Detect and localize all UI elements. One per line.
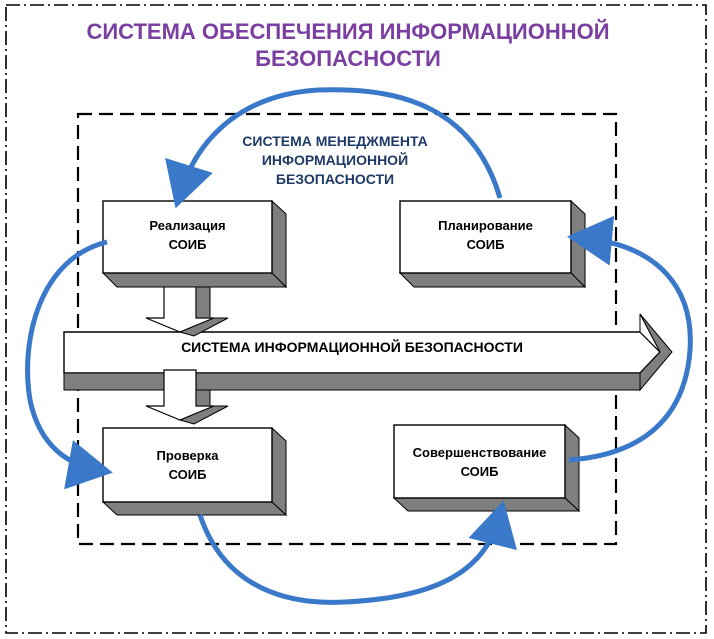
management-label-line-2: ИНФОРМАЦИОННОЙ (261, 152, 409, 168)
box-planning (398, 199, 587, 289)
improvement-line-2: СОИБ (460, 464, 499, 479)
management-system-label: СИСТЕМА МЕНЕДЖМЕНТА ИНФОРМАЦИОННОЙ БЕЗОП… (210, 132, 460, 189)
outer-frame (5, 4, 707, 634)
implementation-line-1: Реализация (149, 218, 226, 233)
box-implementation (101, 199, 288, 289)
check-label: Проверка СОИБ (103, 446, 272, 484)
implementation-line-2: СОИБ (168, 237, 207, 252)
planning-line-2: СОИБ (466, 237, 505, 252)
implementation-label: Реализация СОИБ (103, 216, 272, 254)
band-label: СИСТЕМА ИНФОРМАЦИОННОЙ БЕЗОПАСНОСТИ (181, 339, 523, 355)
information-security-band (63, 313, 673, 392)
arrow-planning-to-implementation (165, 87, 503, 209)
check-line-2: СОИБ (168, 467, 207, 482)
arrow-improvement-to-planning (567, 215, 693, 463)
arrow-check-to-improvement (197, 500, 517, 605)
title-line-2: БЕЗОПАСНОСТИ (255, 46, 441, 71)
planning-line-1: Планирование (438, 218, 533, 233)
box-improvement (392, 423, 581, 513)
improvement-label: Совершенствование СОИБ (394, 443, 565, 481)
page-title: СИСТЕМА ОБЕСПЕЧЕНИЯ ИНФОРМАЦИОННОЙ БЕЗОП… (60, 18, 636, 72)
improvement-line-1: Совершенствование (412, 445, 547, 460)
arrow-implementation-to-check (25, 239, 113, 490)
management-label-line-1: СИСТЕМА МЕНЕДЖМЕНТА (242, 133, 428, 149)
down-arrow-upper (145, 271, 229, 337)
down-arrow-lower (145, 369, 229, 425)
management-label-line-3: БЕЗОПАСНОСТИ (275, 171, 395, 187)
check-line-1: Проверка (156, 448, 219, 463)
planning-label: Планирование СОИБ (400, 216, 571, 254)
box-check (101, 426, 288, 517)
title-line-1: СИСТЕМА ОБЕСПЕЧЕНИЯ ИНФОРМАЦИОННОЙ (86, 19, 610, 44)
